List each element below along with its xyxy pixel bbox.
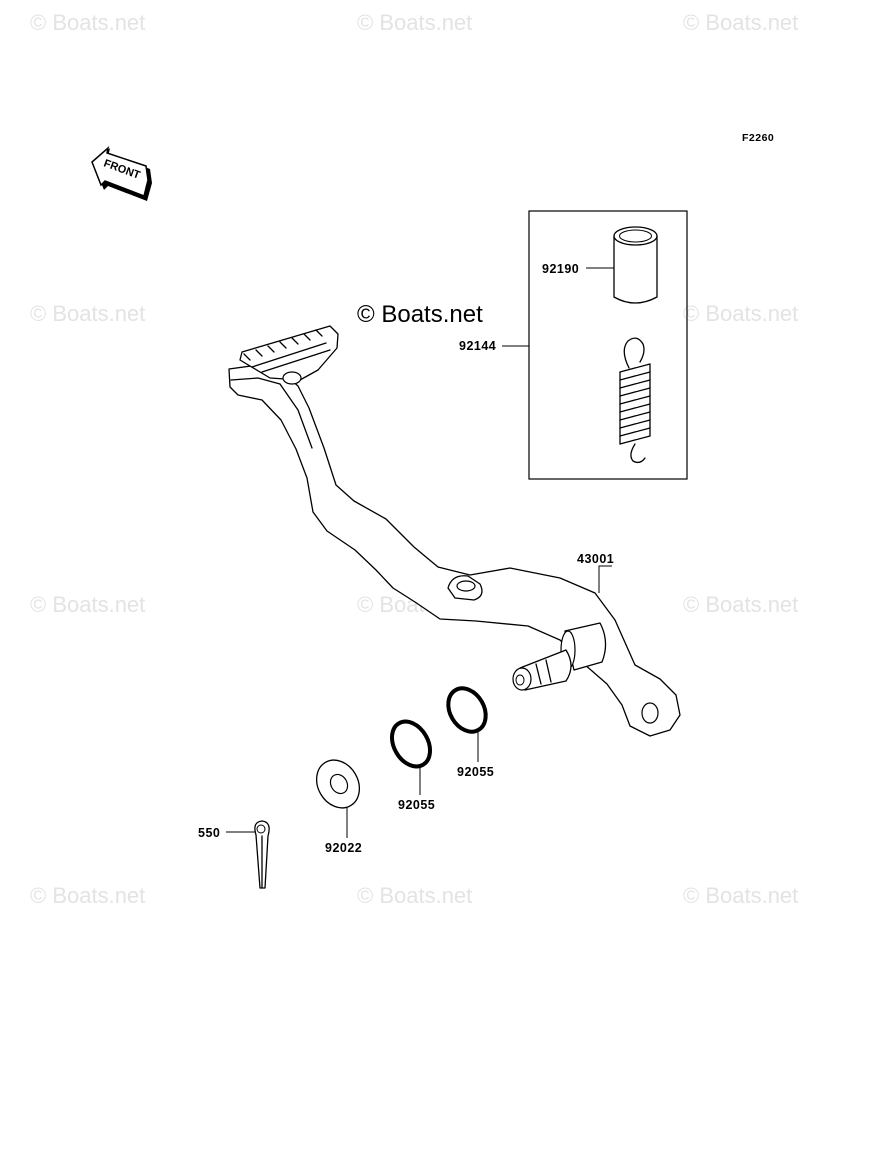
part-number-label: 92190 [542,262,579,276]
plain-washer-part [315,759,361,809]
front-arrow-icon: FRONT [91,145,152,201]
part-number-label: 550 [198,826,220,840]
watermark: © Boats.net [357,883,472,908]
main-watermark: © Boats.net [357,301,483,328]
part-number-label: 92055 [457,765,494,779]
watermark: © Boats.net [683,883,798,908]
watermark: © Boats.net [30,883,145,908]
brake-pedal-part [228,325,681,737]
part-number-label: 43001 [577,552,614,566]
part-number-label: 92022 [325,841,362,855]
watermark: © Boats.net [683,10,798,35]
watermark: © Boats.net [357,10,472,35]
collar-part [613,226,658,304]
watermark: © Boats.net [30,10,145,35]
washer-part [446,686,488,734]
watermark: © Boats.net [683,301,798,326]
leader-lines [226,267,614,838]
watermark: © Boats.net [683,592,798,617]
watermark: © Boats.net [30,592,145,617]
watermark: © Boats.net [30,301,145,326]
cotter-pin-part [254,820,270,889]
figure-code: F2260 [742,132,774,144]
part-number-label: 92144 [459,339,496,353]
washer-part [390,719,432,769]
kit-box [528,210,688,480]
watermark-grid: © Boats.net © Boats.net © Boats.net © Bo… [30,10,798,908]
spring-part [619,337,651,464]
part-number-label: 92055 [398,798,435,812]
